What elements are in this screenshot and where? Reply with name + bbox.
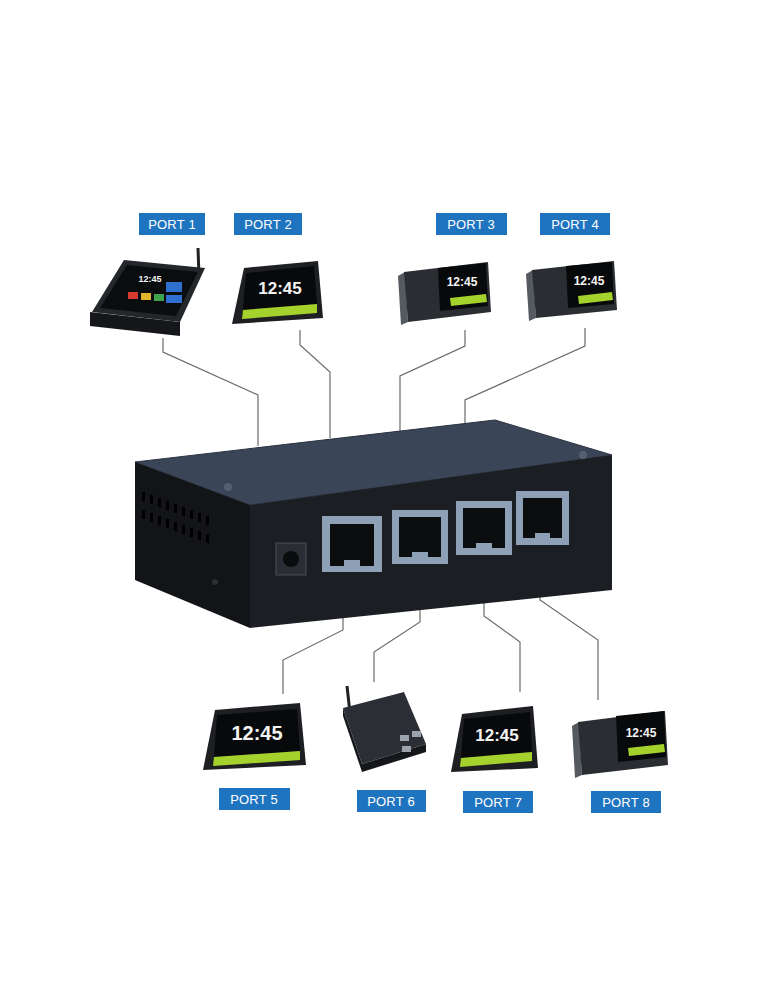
bar-display xyxy=(398,262,491,325)
rj45-port xyxy=(535,533,550,541)
port-tag: PORT 4 xyxy=(540,213,610,235)
vents xyxy=(142,492,209,543)
screw xyxy=(224,483,232,491)
port-tag: PORT 3 xyxy=(436,213,507,235)
rj45-port xyxy=(463,508,505,548)
power-jack xyxy=(276,543,306,575)
port-label: PORT 7 xyxy=(474,796,522,809)
port-label: PORT 4 xyxy=(551,218,599,231)
desk-display xyxy=(203,703,306,770)
leader-line xyxy=(400,330,465,432)
rj45-port xyxy=(322,516,382,572)
port-tag: PORT 8 xyxy=(591,791,661,813)
screen-time: 12:45 xyxy=(574,275,605,287)
bar-display xyxy=(526,261,617,321)
screen-time: 12:45 xyxy=(447,276,478,288)
port-tag: PORT 6 xyxy=(357,790,426,812)
port-tag: PORT 5 xyxy=(219,788,290,810)
rj45-port xyxy=(516,491,569,545)
rj45-port xyxy=(456,501,512,555)
screen-time: 12:45 xyxy=(258,280,301,297)
port-tag: PORT 7 xyxy=(463,791,533,813)
port-label: PORT 8 xyxy=(602,796,650,809)
switch-housing xyxy=(135,420,612,628)
leader-line xyxy=(300,330,330,438)
power-jack xyxy=(283,551,299,567)
rj45-port xyxy=(476,543,492,551)
port-label: PORT 5 xyxy=(230,793,278,806)
port-label: PORT 1 xyxy=(148,218,196,231)
rj45-port xyxy=(392,510,448,564)
port-label: PORT 3 xyxy=(447,218,495,231)
desk-display xyxy=(451,706,538,772)
rj45-port xyxy=(523,498,562,538)
bar-display xyxy=(572,711,668,778)
screen-time: 12:45 xyxy=(138,275,161,284)
tablet-device xyxy=(90,248,205,336)
leader-line xyxy=(465,328,585,425)
port-label: PORT 2 xyxy=(244,218,292,231)
housing-side xyxy=(135,462,250,628)
screen-time: 12:45 xyxy=(231,723,282,743)
rj45-port xyxy=(412,552,428,560)
gateway-device xyxy=(343,686,426,772)
port-tag: PORT 2 xyxy=(234,213,302,235)
rj45-port xyxy=(344,560,360,568)
rj45-port xyxy=(330,524,374,566)
rj45-port xyxy=(399,517,441,557)
screen-time: 12:45 xyxy=(626,727,657,739)
screw xyxy=(579,451,587,459)
rj45-ports xyxy=(322,491,569,572)
desk-display xyxy=(232,261,323,324)
led xyxy=(212,579,218,585)
housing-front xyxy=(250,455,612,628)
screen-time: 12:45 xyxy=(475,727,518,744)
port-label: PORT 6 xyxy=(367,795,415,808)
port-tag: PORT 1 xyxy=(139,213,205,235)
leader-line xyxy=(163,338,258,446)
